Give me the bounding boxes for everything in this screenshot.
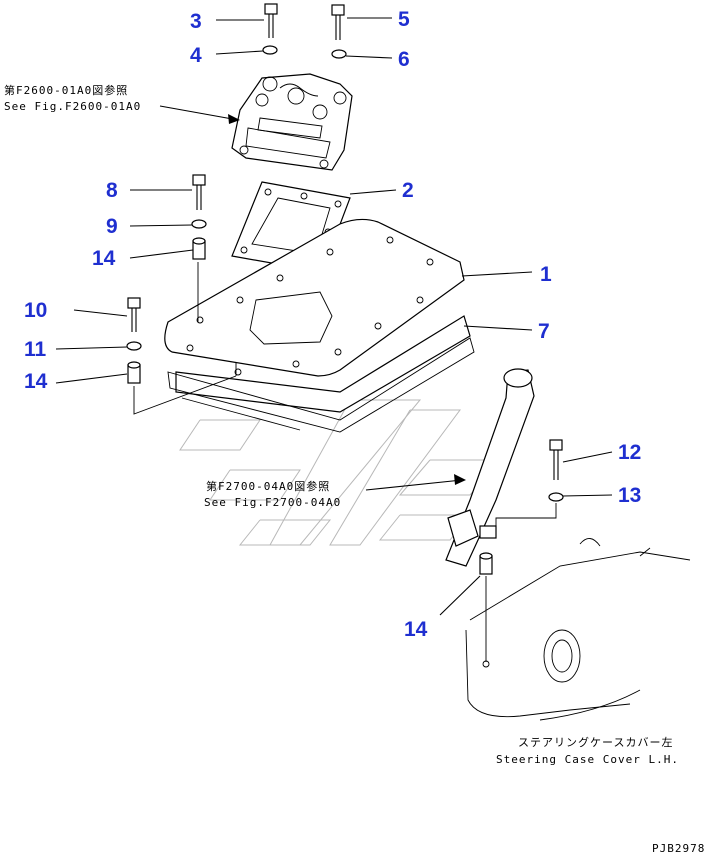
callout-10: 10 (24, 299, 47, 322)
valve-body (231, 73, 353, 171)
steering-case-cover (465, 538, 691, 721)
gasket-7 (167, 337, 475, 433)
bolt-8 (192, 174, 206, 210)
washer-6 (331, 49, 347, 59)
callout-3: 3 (190, 10, 202, 33)
callout-1: 1 (540, 263, 552, 286)
bolt-5 (331, 4, 345, 40)
bolt-3 (264, 3, 278, 38)
bolt-12 (549, 439, 563, 480)
callout-13: 13 (618, 484, 641, 507)
watermark (179, 399, 502, 546)
callout-8: 8 (106, 179, 118, 202)
callout-4: 4 (190, 44, 202, 67)
washer-13 (548, 492, 564, 502)
ref-f2600-en: See Fig.F2600-01A0 (4, 100, 141, 113)
cover-plate-1 (164, 218, 471, 413)
washer-4 (262, 45, 278, 55)
assembly-lines (133, 262, 557, 668)
steering-tube (445, 368, 535, 567)
callout-6: 6 (398, 48, 410, 71)
leader-lines (55, 17, 613, 616)
case-cover-label-jp: ステアリングケースカバー左 (518, 735, 673, 749)
callout-11: 11 (24, 338, 47, 361)
callout-9: 9 (106, 215, 118, 238)
dowel-pin-14c (479, 552, 493, 575)
callout-14: 14 (404, 618, 428, 641)
callout-7: 7 (538, 320, 550, 343)
callout-12: 12 (618, 441, 641, 464)
callout-5: 5 (398, 8, 410, 31)
dowel-pin-14b (127, 361, 141, 384)
case-cover-label-en: Steering Case Cover L.H. (496, 753, 679, 766)
bolt-10 (127, 297, 141, 332)
callout-14: 14 (24, 370, 48, 393)
ref-f2600-jp: 第F2600-01A0図参照 (4, 83, 128, 97)
page-code: PJB2978 (652, 842, 705, 855)
ref-f2700-jp: 第F2700-04A0図参照 (206, 479, 330, 493)
dowel-pin-14a (192, 237, 206, 260)
callout-14: 14 (92, 247, 116, 270)
ref-f2700-en: See Fig.F2700-04A0 (204, 496, 341, 509)
callout-2: 2 (402, 179, 414, 202)
washer-9 (191, 219, 207, 229)
arrow-head-icon (228, 114, 240, 124)
reference-arrows (159, 105, 466, 491)
arrow-head-icon (454, 474, 466, 485)
washer-11 (126, 341, 142, 351)
